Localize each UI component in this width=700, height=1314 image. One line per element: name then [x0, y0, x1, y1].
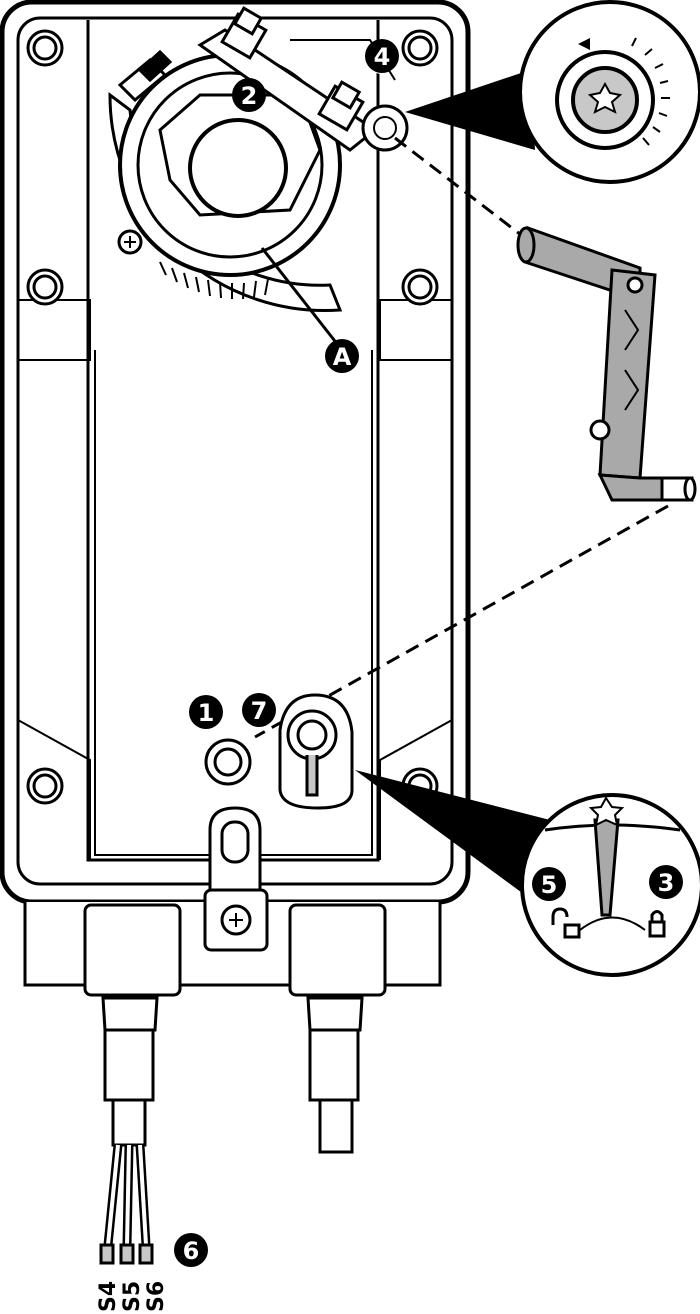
svg-text:6: 6	[183, 1237, 200, 1265]
svg-text:4: 4	[374, 43, 391, 71]
svg-text:1: 1	[198, 699, 215, 727]
torx-socket-icon	[587, 81, 623, 114]
cable-left	[99, 996, 159, 1265]
shaft-hole	[188, 118, 288, 218]
svg-text:2: 2	[241, 82, 258, 110]
manual-override-area	[204, 693, 354, 895]
wire-label-s6: S6	[144, 1281, 169, 1312]
callout-a: A	[260, 247, 359, 373]
guide-line-bottom	[254, 504, 669, 739]
top-zoom-bubble	[405, 0, 700, 184]
lock-zoom-bubble	[355, 770, 700, 977]
callout-1: 1	[189, 695, 223, 729]
unlock-icon	[551, 907, 581, 939]
guide-line-top	[394, 136, 526, 240]
lock-icon	[648, 910, 666, 938]
manual-crank	[516, 225, 697, 502]
wire-label-s5: S5	[120, 1281, 145, 1312]
shaft-clamp-assembly	[108, 6, 409, 313]
mounting-holes	[26, 29, 439, 805]
svg-text:3: 3	[658, 869, 675, 897]
callout-3: 3	[649, 865, 683, 899]
clamp-nut	[317, 80, 365, 132]
svg-text:5: 5	[541, 871, 558, 899]
callout-5: 5	[532, 867, 566, 901]
indicator-arrow-icon	[578, 38, 590, 50]
svg-text:7: 7	[251, 697, 268, 725]
cable-right	[306, 996, 364, 1154]
callout-7: 7	[242, 693, 276, 727]
actuator-housing	[0, 0, 471, 905]
bubble-scale	[631, 37, 670, 146]
wire-label-s4: S4	[96, 1281, 121, 1312]
position-scale	[159, 261, 269, 300]
clamp-nut	[220, 6, 268, 60]
callout-4: 4	[365, 39, 399, 73]
cable-glands	[23, 888, 442, 997]
callout-2: 2	[232, 78, 266, 112]
callout-6: 6	[174, 1233, 208, 1267]
torx-icon	[588, 796, 625, 827]
svg-text:A: A	[333, 343, 352, 371]
